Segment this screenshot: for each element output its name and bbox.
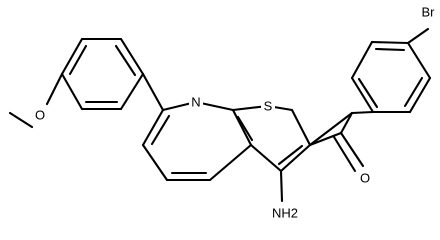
- bond: [231, 108, 253, 147]
- bond: [236, 115, 254, 142]
- bond: [279, 143, 312, 173]
- bond: [350, 110, 375, 115]
- bond: [290, 108, 312, 147]
- bond: [114, 44, 137, 77]
- bond: [308, 111, 354, 147]
- bond-lines: [8, 27, 432, 203]
- bond: [60, 37, 84, 76]
- bond: [350, 40, 374, 80]
- bond: [150, 114, 171, 146]
- bond: [350, 76, 375, 114]
- bond: [408, 76, 432, 114]
- bond: [68, 44, 88, 76]
- bond: [332, 135, 357, 173]
- bond: [308, 131, 343, 147]
- bond: [141, 72, 165, 112]
- sulfur-atom-label: S: [264, 99, 273, 114]
- bond: [119, 37, 145, 76]
- bond: [406, 27, 430, 45]
- bond: [339, 131, 365, 168]
- atom-labels: Br O S N O NH2: [33, 2, 440, 223]
- bromine-atom-label: Br: [422, 5, 436, 20]
- bond: [277, 144, 304, 166]
- carbonyl-oxygen-label: O: [360, 171, 370, 186]
- bond: [339, 111, 354, 135]
- bond: [370, 40, 410, 45]
- bond: [141, 143, 169, 182]
- bond: [406, 41, 432, 80]
- bond: [249, 143, 283, 173]
- bond: [374, 47, 406, 52]
- bond: [45, 72, 64, 106]
- nitrogen-atom-label: N: [191, 95, 200, 110]
- bond: [60, 72, 84, 111]
- bond: [8, 111, 34, 129]
- bond: [208, 143, 253, 182]
- bond: [119, 72, 145, 111]
- bond: [403, 76, 424, 108]
- structure-diagram: Br O S N O NH2: [8, 2, 440, 223]
- bond: [141, 108, 165, 147]
- bond: [279, 169, 284, 203]
- ether-oxygen-label: O: [35, 108, 45, 123]
- bond: [357, 77, 379, 109]
- amine-group-label: NH2: [272, 206, 298, 221]
